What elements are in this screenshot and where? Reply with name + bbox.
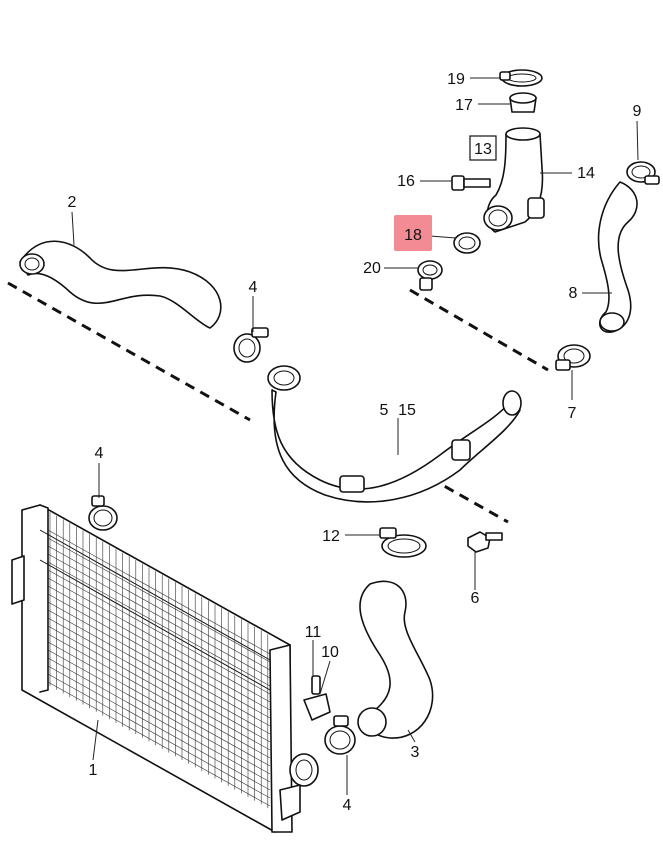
callout-13: 13 (474, 141, 492, 158)
sensor-10-11 (303, 675, 331, 721)
hose-clamp-4-middle (88, 495, 118, 531)
callout-labels: 2 4 19 17 13 16 14 9 18 20 8 5 15 7 4 12… (68, 71, 642, 814)
callout-11: 11 (305, 624, 322, 641)
bolt-16 (451, 175, 491, 191)
callout-16: 16 (397, 173, 415, 190)
callout-4-middle: 4 (95, 445, 104, 462)
callout-1: 1 (89, 762, 98, 779)
fin-row (47, 577, 271, 703)
callout-18-highlight (394, 215, 432, 251)
fin-row (47, 601, 271, 727)
callout-6: 6 (471, 590, 480, 607)
seal-ring-17 (509, 92, 537, 113)
callout-10: 10 (321, 644, 339, 661)
callout-4-lower: 4 (343, 797, 352, 814)
callout-15: 15 (398, 402, 416, 419)
charge-air-pipe-5 (267, 365, 522, 503)
fin-row (47, 625, 271, 751)
intercooler-1 (11, 504, 319, 833)
callout-12: 12 (322, 528, 340, 545)
fin-row (47, 617, 271, 743)
fin-row (47, 633, 271, 759)
o-ring-18 (453, 232, 481, 254)
charge-air-hose-3 (357, 580, 434, 739)
clamp-7 (555, 344, 591, 371)
routing-dashed-lines (7, 281, 549, 524)
fin-row (47, 641, 271, 767)
fin-row (47, 657, 271, 783)
fin-row (47, 537, 271, 663)
fin-row (47, 585, 271, 711)
fin-row (47, 665, 271, 791)
hose-clamp-4-upper (233, 327, 269, 363)
hose-clamp-4-lower (324, 715, 356, 755)
intake-elbow-14 (483, 127, 545, 233)
fin-row (47, 545, 271, 671)
fin-row (47, 561, 271, 687)
clamp-9 (626, 161, 660, 185)
charge-air-hose-8 (597, 181, 638, 333)
callout-13-box (469, 135, 497, 161)
fin-row (47, 553, 271, 679)
callout-14: 14 (577, 165, 595, 182)
callout-9: 9 (633, 103, 642, 120)
callout-7: 7 (568, 405, 577, 422)
fin-row (47, 609, 271, 735)
charge-air-hose-2 (19, 240, 222, 329)
fin-row (47, 569, 271, 695)
bolt-6 (467, 531, 503, 553)
callout-17: 17 (455, 97, 473, 114)
callout-5: 5 (380, 402, 389, 419)
callout-2: 2 (68, 194, 77, 211)
callout-3: 3 (411, 744, 420, 761)
fin-row (47, 593, 271, 719)
fin-row (47, 649, 271, 775)
callout-20: 20 (363, 260, 381, 277)
clamp-20 (417, 260, 443, 291)
clamp-19 (499, 69, 543, 87)
clamp-12 (379, 527, 427, 558)
fin-row (47, 673, 271, 799)
callout-19: 19 (447, 71, 465, 88)
fin-row (47, 529, 271, 655)
callout-8: 8 (569, 285, 578, 302)
fin-row (47, 681, 271, 807)
callout-18: 18 (404, 227, 422, 244)
intercooler-fins (47, 512, 271, 809)
callout-4-upper: 4 (249, 279, 258, 296)
leader-lines (71, 77, 639, 795)
